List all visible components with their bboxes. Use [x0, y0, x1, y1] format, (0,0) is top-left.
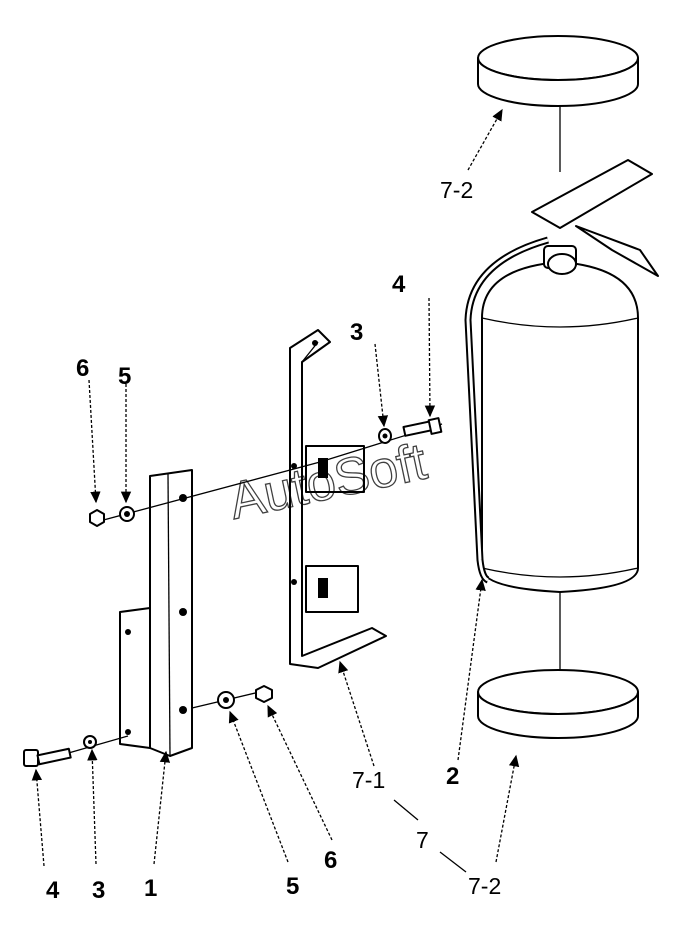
label-nut-mid: 6 — [324, 847, 337, 874]
fasteners — [23, 417, 443, 767]
label-strap-top: 7-2 — [440, 177, 473, 203]
label-strap-bottom: 7-2 — [468, 873, 501, 899]
label-washer-bottom: 3 — [92, 877, 105, 904]
label-washer-mid: 5 — [286, 873, 299, 900]
nut-left — [89, 509, 105, 527]
label-assembly: 7 — [416, 827, 429, 853]
extinguisher-cylinder — [464, 159, 659, 593]
label-bolt-bottom: 4 — [46, 877, 60, 904]
label-washer-top: 3 — [350, 319, 363, 346]
label-bracket: 7-1 — [352, 767, 385, 793]
label-bolt-top: 4 — [392, 271, 406, 298]
bottom-strap — [477, 669, 639, 739]
bolt-bottom-head — [23, 749, 39, 767]
label-cylinder: 2 — [446, 763, 459, 790]
top-strap — [477, 35, 639, 107]
leader-lines — [31, 108, 520, 873]
label-nut-left: 6 — [76, 355, 89, 382]
nut-mid — [255, 685, 273, 703]
mounting-plate — [119, 469, 193, 757]
label-plate: 1 — [144, 875, 157, 902]
mounting-bracket — [289, 329, 387, 669]
label-washer-left: 5 — [118, 363, 131, 390]
